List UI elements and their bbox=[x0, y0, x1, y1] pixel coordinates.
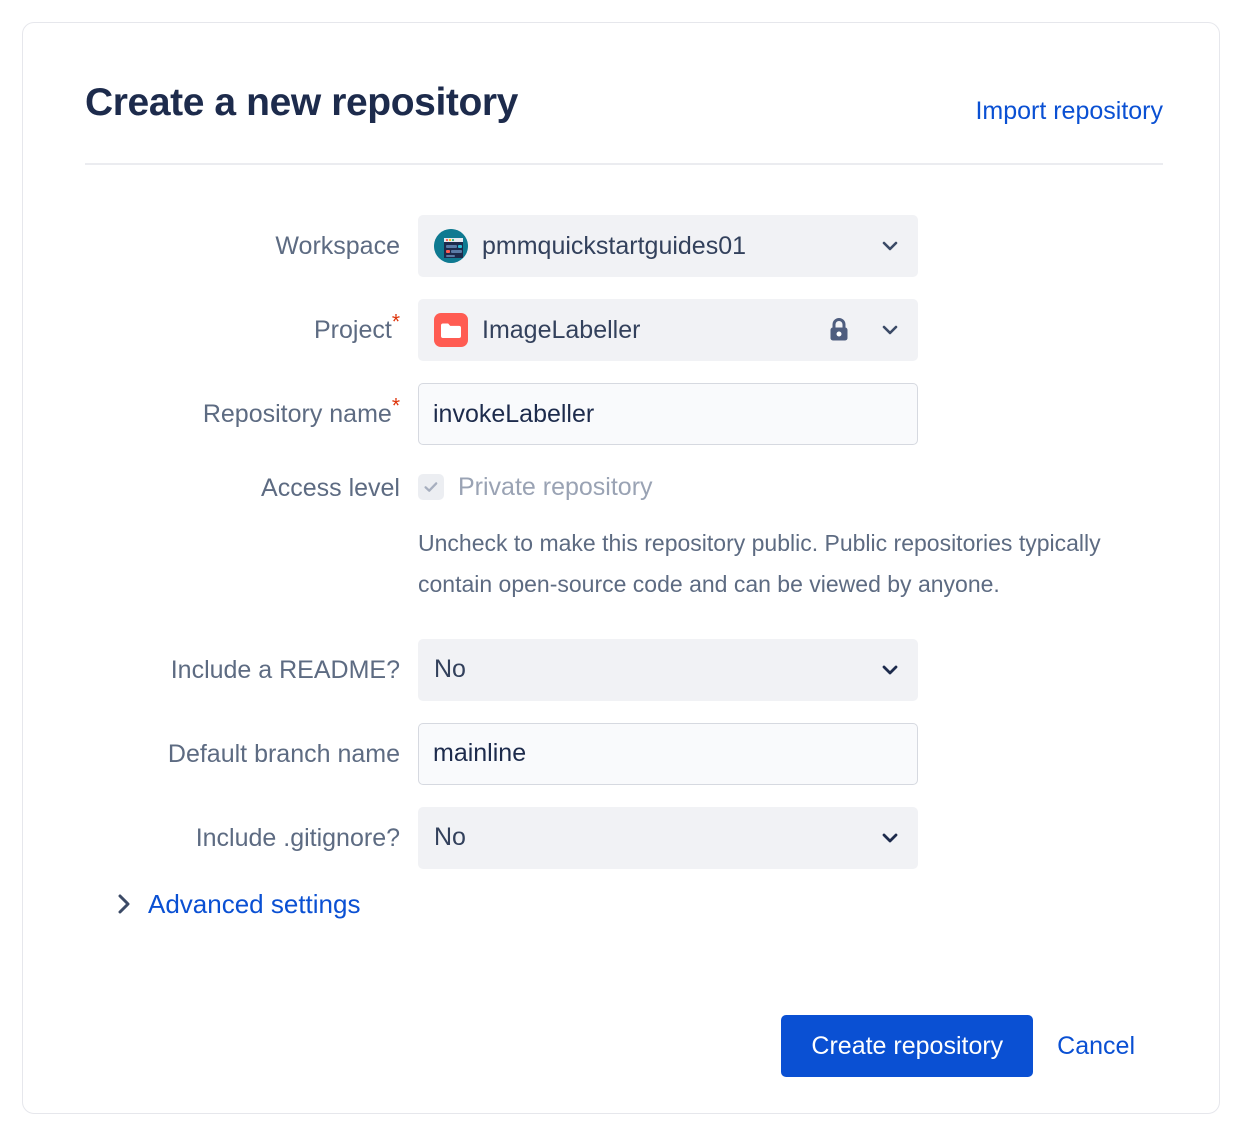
access-level-field: Private repository Uncheck to make this … bbox=[418, 467, 1219, 605]
include-readme-value: No bbox=[434, 655, 466, 684]
include-gitignore-select[interactable]: No bbox=[418, 806, 918, 869]
advanced-settings-label: Advanced settings bbox=[148, 888, 361, 919]
default-branch-label: Default branch name bbox=[167, 739, 400, 768]
include-readme-field: No bbox=[418, 638, 1219, 701]
advanced-settings-toggle[interactable]: Advanced settings bbox=[117, 889, 1219, 920]
form-actions: Create repository Cancel bbox=[781, 1015, 1135, 1077]
project-value: ImageLabeller bbox=[482, 315, 641, 344]
check-icon bbox=[424, 482, 438, 492]
default-branch-input[interactable]: mainline bbox=[418, 722, 918, 785]
chevron-down-icon bbox=[880, 828, 900, 848]
folder-icon bbox=[434, 313, 468, 347]
project-row: Project* ImageLabeller bbox=[23, 299, 1219, 361]
include-gitignore-value: No bbox=[434, 823, 466, 852]
project-field: ImageLabeller bbox=[418, 299, 1219, 361]
private-repository-label: Private repository bbox=[458, 472, 653, 501]
include-gitignore-field: No bbox=[418, 806, 1219, 869]
cancel-button[interactable]: Cancel bbox=[1057, 1031, 1135, 1060]
include-gitignore-row: Include .gitignore? No bbox=[23, 806, 1219, 869]
repository-name-input[interactable]: invokeLabeller bbox=[418, 383, 918, 445]
include-readme-select[interactable]: No bbox=[418, 638, 918, 701]
workspace-row: Workspace bbox=[23, 215, 1219, 277]
default-branch-field: mainline bbox=[418, 722, 1219, 785]
default-branch-row: Default branch name mainline bbox=[23, 722, 1219, 785]
workspace-field: pmmquickstartguides01 bbox=[418, 215, 1219, 277]
private-repository-checkbox[interactable] bbox=[418, 474, 444, 500]
chevron-down-icon bbox=[880, 660, 900, 680]
workspace-avatar-icon bbox=[434, 229, 468, 263]
project-select[interactable]: ImageLabeller bbox=[418, 299, 918, 361]
private-repository-checkbox-row[interactable]: Private repository bbox=[418, 467, 1219, 507]
lock-icon bbox=[826, 316, 852, 344]
repository-name-row: Repository name* invokeLabeller bbox=[23, 383, 1219, 445]
page-title: Create a new repository bbox=[85, 81, 518, 124]
access-level-label: Access level bbox=[261, 474, 400, 502]
repository-name-label: Repository name* bbox=[23, 383, 418, 430]
include-gitignore-label: Include .gitignore? bbox=[195, 823, 400, 852]
project-label-text: Project bbox=[314, 316, 392, 344]
access-level-help-text: Uncheck to make this repository public. … bbox=[418, 530, 1101, 597]
include-readme-row: Include a README? No bbox=[23, 638, 1219, 701]
import-repository-link[interactable]: Import repository bbox=[975, 97, 1163, 125]
create-repository-form: Workspace bbox=[23, 215, 1219, 920]
workspace-select[interactable]: pmmquickstartguides01 bbox=[418, 215, 918, 277]
include-readme-label: Include a README? bbox=[170, 655, 400, 684]
workspace-label: Workspace bbox=[275, 232, 400, 260]
project-label: Project* bbox=[23, 299, 418, 346]
repository-name-label-text: Repository name bbox=[202, 400, 392, 428]
repository-name-required-mark: * bbox=[391, 394, 400, 418]
workspace-value: pmmquickstartguides01 bbox=[482, 231, 747, 260]
create-repository-card: Create a new repository Import repositor… bbox=[22, 22, 1220, 1114]
chevron-down-icon bbox=[880, 236, 900, 256]
chevron-right-icon bbox=[117, 893, 132, 915]
create-repository-button[interactable]: Create repository bbox=[781, 1015, 1034, 1077]
repository-name-field: invokeLabeller bbox=[418, 383, 1219, 445]
chevron-down-icon bbox=[880, 320, 900, 340]
access-level-row: Access level Private repository Uncheck … bbox=[23, 467, 1219, 605]
card-header: Create a new repository Import repositor… bbox=[85, 83, 1163, 165]
project-required-mark: * bbox=[391, 310, 400, 334]
